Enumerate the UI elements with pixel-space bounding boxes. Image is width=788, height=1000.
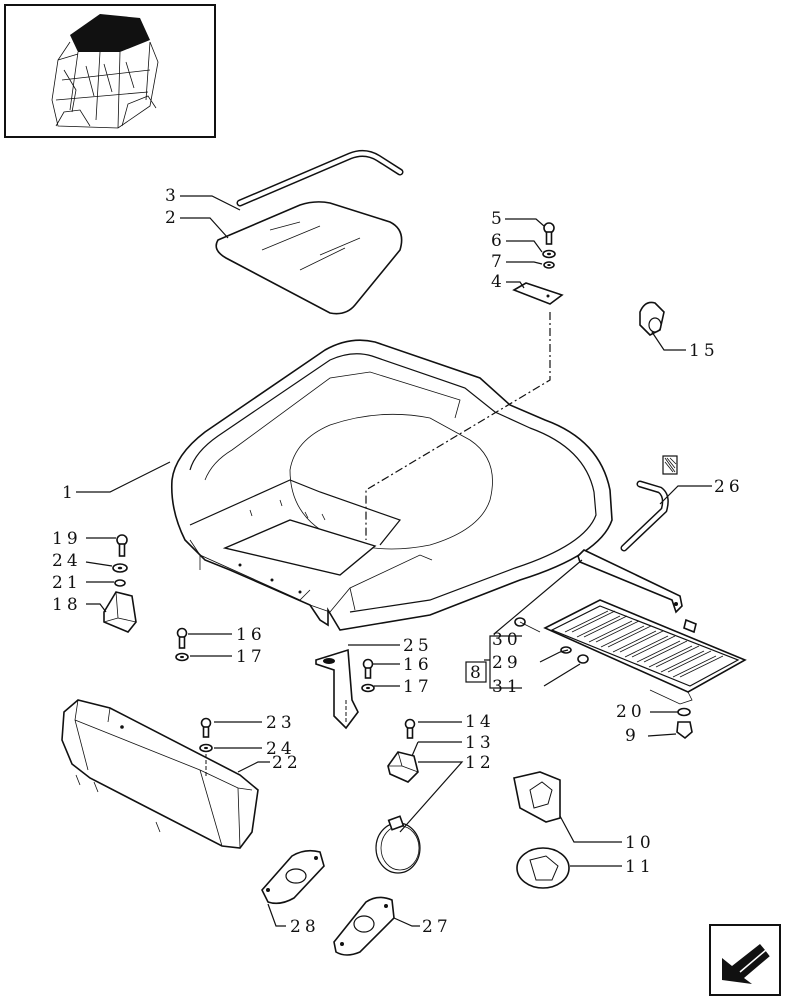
callout-labels: 1 2 3 4 5 6 7 8 9 10 11 12 13 14 15 16 1…: [52, 186, 744, 937]
part-8-box: [465, 661, 487, 683]
part-1-roof: [170, 339, 613, 631]
callout-28: 28: [290, 917, 320, 937]
part-25-bracket: [315, 648, 359, 730]
part-9-knob: [676, 721, 693, 740]
part-19-bolt: [116, 534, 128, 557]
callout-19: 19: [52, 529, 82, 549]
callout-25: 25: [403, 636, 433, 656]
callout-4: 4: [491, 272, 506, 292]
part-2-roof-glass: [215, 201, 403, 315]
part-26-strip: [620, 455, 678, 552]
callout-13: 13: [465, 733, 495, 753]
callout-20: 20: [616, 702, 646, 722]
callout-1: 1: [62, 483, 77, 503]
callout-12: 12: [465, 753, 495, 773]
part-15-clip: [639, 301, 665, 336]
part-7-washer: [543, 261, 555, 269]
callout-7: 7: [491, 252, 506, 272]
callout-18: 18: [52, 595, 82, 615]
part-18-bracket: [103, 591, 137, 633]
callout-2: 2: [165, 208, 180, 228]
callout-22: 22: [272, 753, 302, 773]
callout-10: 10: [625, 833, 655, 853]
part-27-flange: [333, 896, 395, 956]
part-4-plate: [512, 282, 564, 305]
callout-17a: 17: [236, 647, 266, 667]
part-3-seal-strip: [236, 149, 404, 207]
callout-26: 26: [714, 477, 744, 497]
part-14-bolt: [404, 718, 416, 739]
part-17-washer-right: [361, 683, 375, 693]
callout-3: 3: [165, 186, 180, 206]
part-6-washer: [542, 249, 556, 259]
callout-16a: 16: [236, 625, 266, 645]
part-21-washer: [114, 579, 126, 587]
callout-15: 15: [689, 341, 719, 361]
callout-24a: 24: [52, 551, 82, 571]
callout-31: 31: [492, 677, 522, 697]
part-10-gasket: [513, 771, 561, 823]
part-5-bolt: [543, 222, 555, 245]
part-28-flange: [261, 849, 325, 905]
part-12-hose-clamp: [375, 815, 421, 874]
callout-6: 6: [491, 231, 506, 251]
part-23-bolt: [200, 717, 212, 738]
part-24-washer: [112, 563, 128, 573]
callout-23: 23: [266, 713, 296, 733]
callout-5: 5: [491, 209, 506, 229]
callout-9: 9: [625, 726, 640, 746]
part-16-bolt-left: [176, 627, 188, 649]
callout-21: 21: [52, 573, 82, 593]
part-8-visor-assembly: [514, 549, 747, 705]
part-13-clip-bracket: [387, 751, 419, 783]
callout-11: 11: [625, 857, 655, 877]
callout-14: 14: [465, 712, 495, 732]
callout-27: 27: [422, 917, 452, 937]
part-17-washer-left: [175, 652, 189, 662]
callout-29: 29: [492, 653, 522, 673]
part-24-washer-lower: [199, 743, 213, 753]
part-22-trim-cover: [61, 699, 259, 849]
callout-24b: 24: [266, 739, 296, 759]
leader-lines: [76, 195, 712, 927]
part-20-washer: [677, 707, 691, 717]
part-11-gasket: [516, 847, 570, 889]
assembly-line: [365, 312, 551, 540]
callout-16b: 16: [403, 655, 433, 675]
part-16-bolt-right: [362, 658, 374, 679]
previous-page-arrow-icon[interactable]: [709, 924, 781, 996]
tractor-cab-thumbnail-icon[interactable]: [4, 4, 216, 138]
callout-17b: 17: [403, 677, 433, 697]
callout-8: 8: [470, 663, 485, 683]
callout-30: 30: [492, 630, 522, 650]
